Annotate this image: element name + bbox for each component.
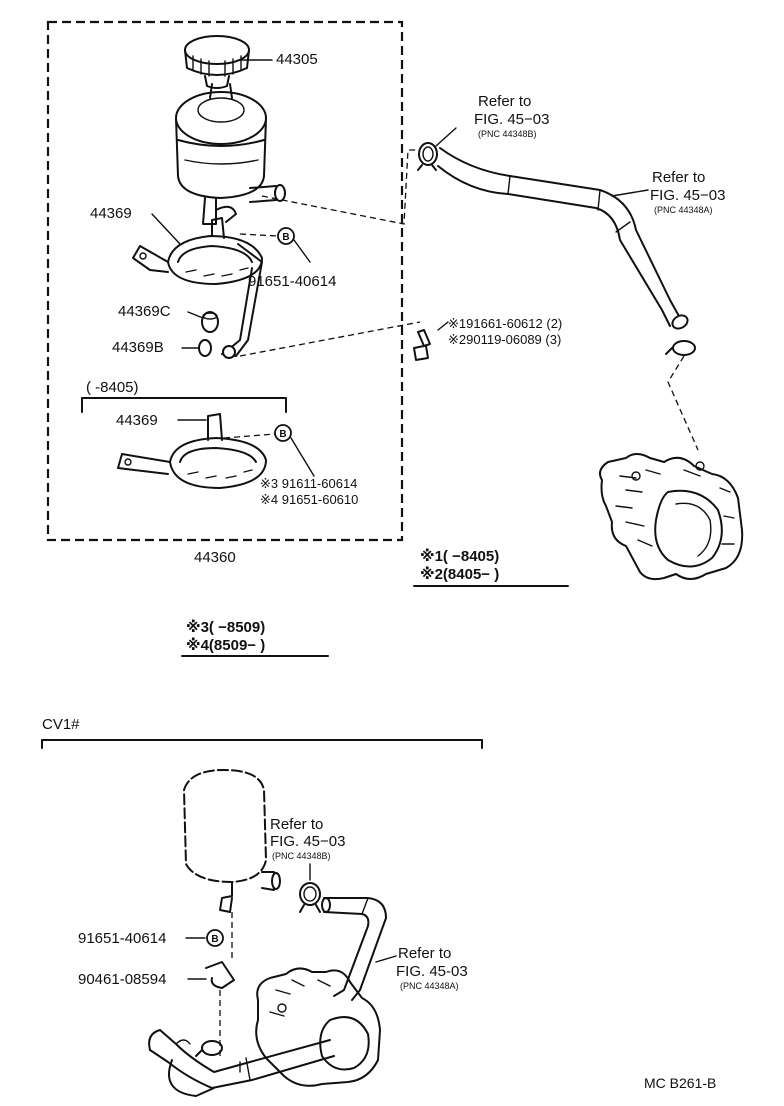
hose-clamp-icon [665, 340, 696, 356]
figure-code: MC B261-B [644, 1075, 717, 1091]
note-1: ※1( −8405) [420, 548, 500, 565]
part-number-bolt-variant-3: ※3 91611-60614 [260, 476, 358, 491]
return-hose-ref-3: (PNC 44348B) [478, 129, 537, 139]
oil-reservoir-cv1-icon [183, 769, 281, 913]
cv1-supply-hose-ref-2: FIG. 45-03 [396, 963, 468, 980]
bolt-marker-icon [274, 424, 292, 442]
cv1-supply-hose-ref-3: (PNC 44348A) [400, 981, 459, 991]
bolt-marker-icon [206, 929, 224, 947]
variant-range-label: ( -8405) [86, 379, 139, 396]
return-hose-icon [417, 142, 689, 330]
part-number-cap: 44305 [276, 51, 318, 68]
note-4: ※4(8509− ) [186, 637, 266, 654]
bracket-clamp-90461-icon [205, 961, 235, 989]
cv1-part-number-bolt: 91651-40614 [78, 930, 167, 947]
part-number-collar: 44369B [112, 339, 164, 356]
supply-hose-cv1-icon [148, 1029, 335, 1097]
cv1-return-hose-ref-3: (PNC 44348B) [272, 851, 331, 861]
svg-text:B: B [279, 429, 286, 440]
power-steering-pump-icon [599, 453, 744, 581]
pump-bolt-icon [413, 329, 431, 361]
supply-hose-ref-3: (PNC 44348A) [654, 205, 713, 215]
reservoir-cap-icon [184, 35, 250, 89]
bolt-marker-icon [277, 227, 295, 245]
bracket-44369-variant-icon [117, 413, 267, 489]
section-title-cv1: CV1# [42, 716, 80, 733]
assembly-44360-box [46, 20, 404, 542]
cv1-range-bar [41, 739, 483, 749]
part-number-pump-bolt-2: ※290119-06089 (3) [448, 332, 562, 347]
cv1-part-number-clamp: 90461-08594 [78, 971, 167, 988]
supply-hose-ref-1: Refer to [652, 169, 706, 186]
cv1-supply-hose-ref-1: Refer to [398, 945, 452, 962]
part-number-pump-bolt-1: ※191661-60612 (2) [448, 316, 563, 331]
return-hose-ref-1: Refer to [478, 93, 532, 110]
return-hose-ref-2: FIG. 45−03 [474, 111, 550, 128]
note-3: ※3( −8509) [186, 619, 266, 636]
part-number-bracket: 44369 [90, 205, 132, 222]
part-number-bolt-variant-4: ※4 91651-60610 [260, 492, 359, 507]
oil-reservoir-icon [175, 83, 286, 225]
svg-text:B: B [282, 232, 289, 243]
cv1-return-hose-ref-1: Refer to [270, 816, 324, 833]
part-number-bracket-variant: 44369 [116, 412, 158, 429]
cushion-44369C-icon [201, 311, 219, 333]
variant-range-bar [81, 397, 287, 413]
cv1-return-hose-ref-2: FIG. 45−03 [270, 833, 346, 850]
hose-clamp-icon [299, 882, 321, 913]
supply-hose-ref-2: FIG. 45−03 [650, 187, 726, 204]
part-number-bolt: 91651-40614 [248, 273, 337, 290]
bracket-44369-icon [132, 217, 263, 359]
part-number-cushion: 44369C [118, 303, 171, 320]
collar-44369B-icon [198, 339, 212, 357]
return-hose-cv1-icon [321, 897, 387, 1001]
note-2: ※2(8405− ) [420, 566, 500, 583]
svg-text:B: B [211, 934, 218, 945]
assembly-part-number: 44360 [194, 549, 236, 566]
